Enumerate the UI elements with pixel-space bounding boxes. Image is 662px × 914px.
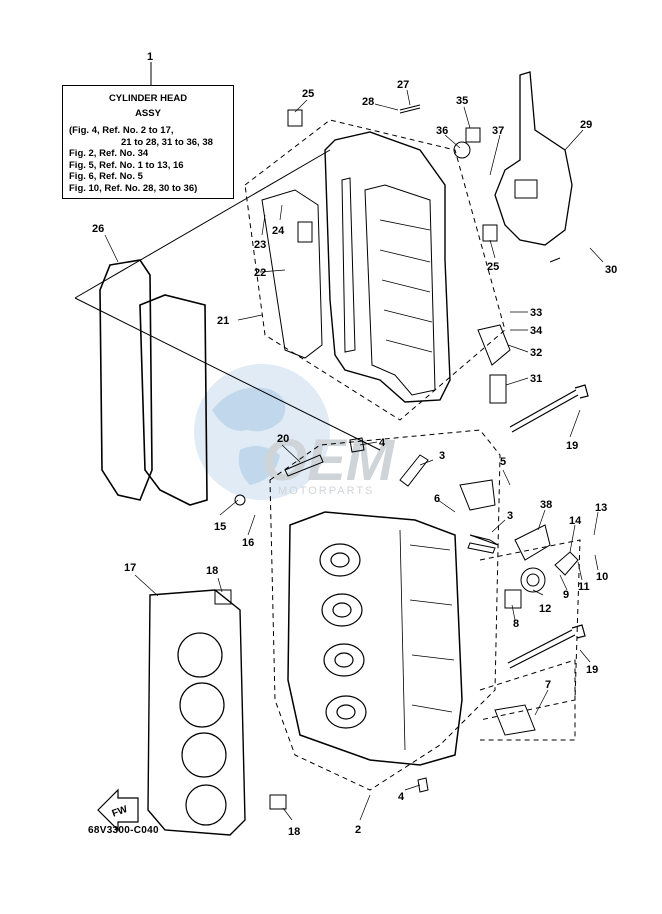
callout-22: 22 [254, 267, 266, 279]
callout-29: 29 [580, 119, 592, 131]
watermark-logo: OEM MOTORPARTS [194, 364, 396, 500]
callout-6: 6 [434, 493, 440, 505]
grommet [482, 224, 498, 242]
cover-plate [261, 189, 323, 359]
callout-3: 3 [507, 510, 513, 522]
callout-17: 17 [124, 562, 136, 574]
ref-line: Fig. 10, Ref. No. 28, 30 to 36) [69, 182, 198, 194]
callout-33: 33 [530, 307, 542, 319]
callout-35: 35 [456, 95, 468, 107]
thermostat [504, 589, 522, 609]
assy-reference-list: (Fig. 4, Ref. No. 2 to 17, 21 to 28, 31 … [69, 125, 233, 194]
valve-cover-group-outline [244, 119, 506, 421]
pin [467, 542, 496, 554]
callout-15: 15 [214, 521, 226, 533]
ref-line: (Fig. 4, Ref. No. 2 to 17, [69, 125, 174, 136]
forward-arrow-icon: FW [97, 788, 139, 832]
assy-subtitle: ASSY [135, 107, 161, 119]
assy-title: CYLINDER HEAD [108, 93, 188, 104]
washer [234, 494, 246, 506]
callout-18: 18 [288, 826, 300, 838]
pin [399, 454, 429, 487]
ref-line: Fig. 6, Ref. No. 5 [69, 171, 143, 182]
bracket [494, 71, 573, 246]
plug [349, 437, 365, 453]
callout-16: 16 [242, 537, 254, 549]
callout-24: 24 [272, 225, 285, 237]
callout-36: 36 [436, 125, 448, 137]
valve-cover-gasket [99, 259, 153, 501]
callout-2: 2 [355, 824, 361, 836]
diagram-code: 68V3300-C040 [88, 825, 159, 836]
callout-9: 9 [563, 589, 569, 601]
svg-text:OEM: OEM [262, 428, 396, 493]
cover [494, 704, 536, 736]
valve-cover [324, 131, 451, 403]
callout-3: 3 [439, 450, 445, 462]
callout-23: 23 [254, 239, 266, 251]
dowel-pin [269, 794, 287, 810]
callout-28: 28 [362, 96, 374, 108]
callout-25: 25 [487, 261, 499, 273]
gasket-ring [520, 567, 546, 593]
callout-1: 1 [147, 51, 153, 63]
callout-11: 11 [578, 581, 590, 593]
callout-37: 37 [492, 125, 504, 137]
callout-19: 19 [566, 440, 578, 452]
callout-25: 25 [302, 88, 314, 100]
bolt [284, 454, 324, 477]
callout-20: 20 [277, 433, 289, 445]
callout-19: 19 [586, 664, 598, 676]
watermark-text: MOTORPARTS [278, 485, 374, 497]
callout-38: 38 [540, 499, 552, 511]
sensor [489, 374, 507, 404]
cap [465, 127, 481, 143]
head-gasket [147, 589, 246, 836]
callout-8: 8 [513, 618, 519, 630]
callout-30: 30 [605, 264, 617, 276]
cylinder-head-assy-label-box: CYLINDER HEAD ASSY (Fig. 4, Ref. No. 2 t… [62, 85, 234, 199]
callout-32: 32 [530, 347, 542, 359]
sensor [514, 524, 551, 561]
callout-12: 12 [539, 603, 551, 615]
ref-line: 21 to 28, 31 to 36, 38 [121, 136, 213, 148]
callout-26: 26 [92, 223, 104, 235]
head-bolt [507, 624, 586, 669]
callout-27: 27 [397, 79, 409, 91]
fw-label: FW [111, 804, 130, 820]
ref-line: Fig. 2, Ref. No. 34 [69, 148, 149, 159]
callout-13: 13 [595, 502, 607, 514]
ref-line: Fig. 5, Ref. No. 1 to 13, 16 [69, 159, 184, 171]
head-bolt [509, 384, 589, 433]
thermostat-cover [459, 479, 496, 511]
sensor-holder [477, 324, 511, 366]
callout-18: 18 [206, 565, 218, 577]
callout-10: 10 [596, 571, 608, 583]
callout-21: 21 [217, 315, 229, 327]
grommet [287, 109, 303, 127]
callout-4: 4 [398, 791, 405, 803]
dowel-pin [214, 589, 232, 605]
plug [417, 777, 429, 793]
callout-4: 4 [379, 437, 386, 449]
cylinder-head [287, 511, 463, 766]
callout-31: 31 [530, 373, 542, 385]
callout-5: 5 [500, 456, 506, 468]
callout-14: 14 [569, 515, 582, 527]
callout-7: 7 [545, 679, 551, 691]
callout-34: 34 [530, 325, 543, 337]
oring [453, 141, 471, 159]
